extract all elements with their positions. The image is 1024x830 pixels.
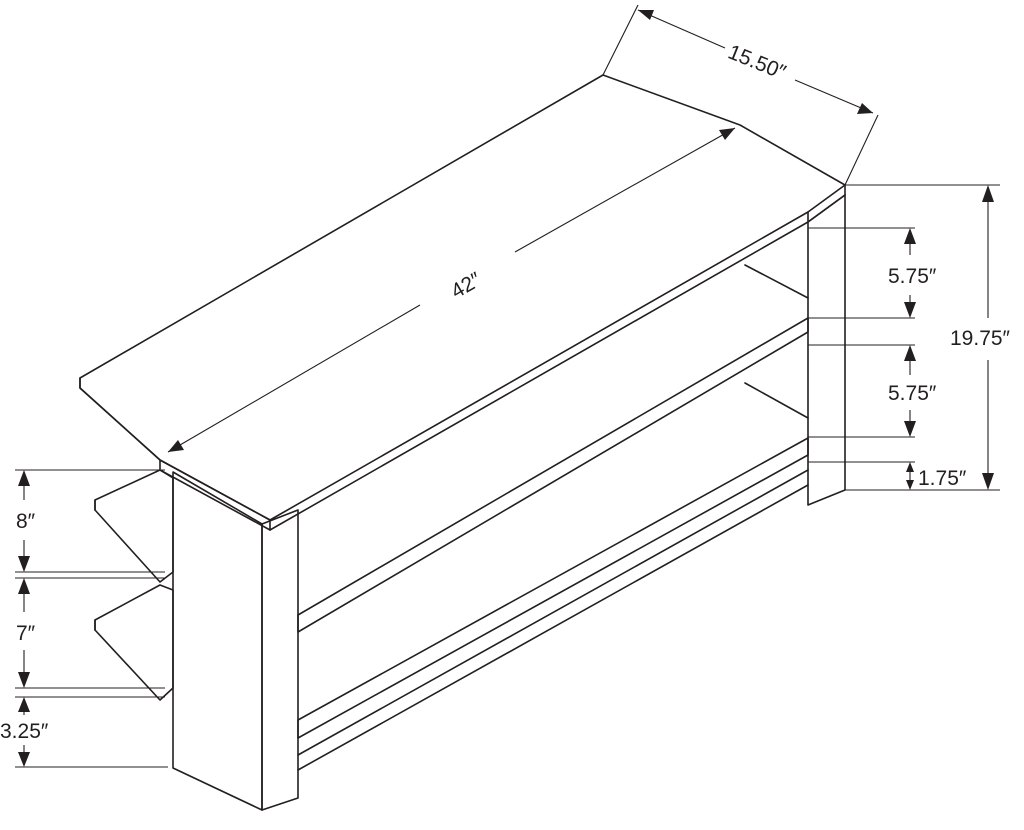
right-upper-gap-label: 5.75″ — [888, 265, 937, 288]
depth-label: 15.50″ — [725, 41, 790, 85]
right-height-dimensions: 5.75″ 5.75″ 1.75″ 19.75″ — [808, 184, 1011, 491]
left-side-panel — [172, 471, 263, 811]
upper-shelf — [297, 317, 809, 633]
total-height-label: 19.75″ — [950, 327, 1011, 350]
width-label: 42″ — [447, 268, 486, 304]
front-leg — [261, 509, 299, 811]
middle-shelf — [297, 437, 809, 739]
depth-dimension: 15.50″ — [602, 4, 879, 186]
left-middle-gap-label: 7″ — [16, 622, 36, 645]
left-height-dimensions: 8″ 7″ 3.25″ — [0, 469, 168, 768]
right-middle-gap-label: 5.75″ — [888, 382, 937, 405]
tabletop-front-edge — [79, 377, 271, 521]
tv-stand-drawing — [79, 74, 846, 811]
corner-shelf-upper — [94, 469, 174, 583]
corner-shelf-lower — [94, 584, 174, 701]
width-dimension: 42″ — [167, 127, 736, 453]
right-leg — [807, 194, 846, 506]
right-base-label: 1.75″ — [918, 467, 967, 490]
left-base-label: 3.25″ — [0, 720, 49, 743]
left-upper-gap-label: 8″ — [16, 510, 36, 533]
